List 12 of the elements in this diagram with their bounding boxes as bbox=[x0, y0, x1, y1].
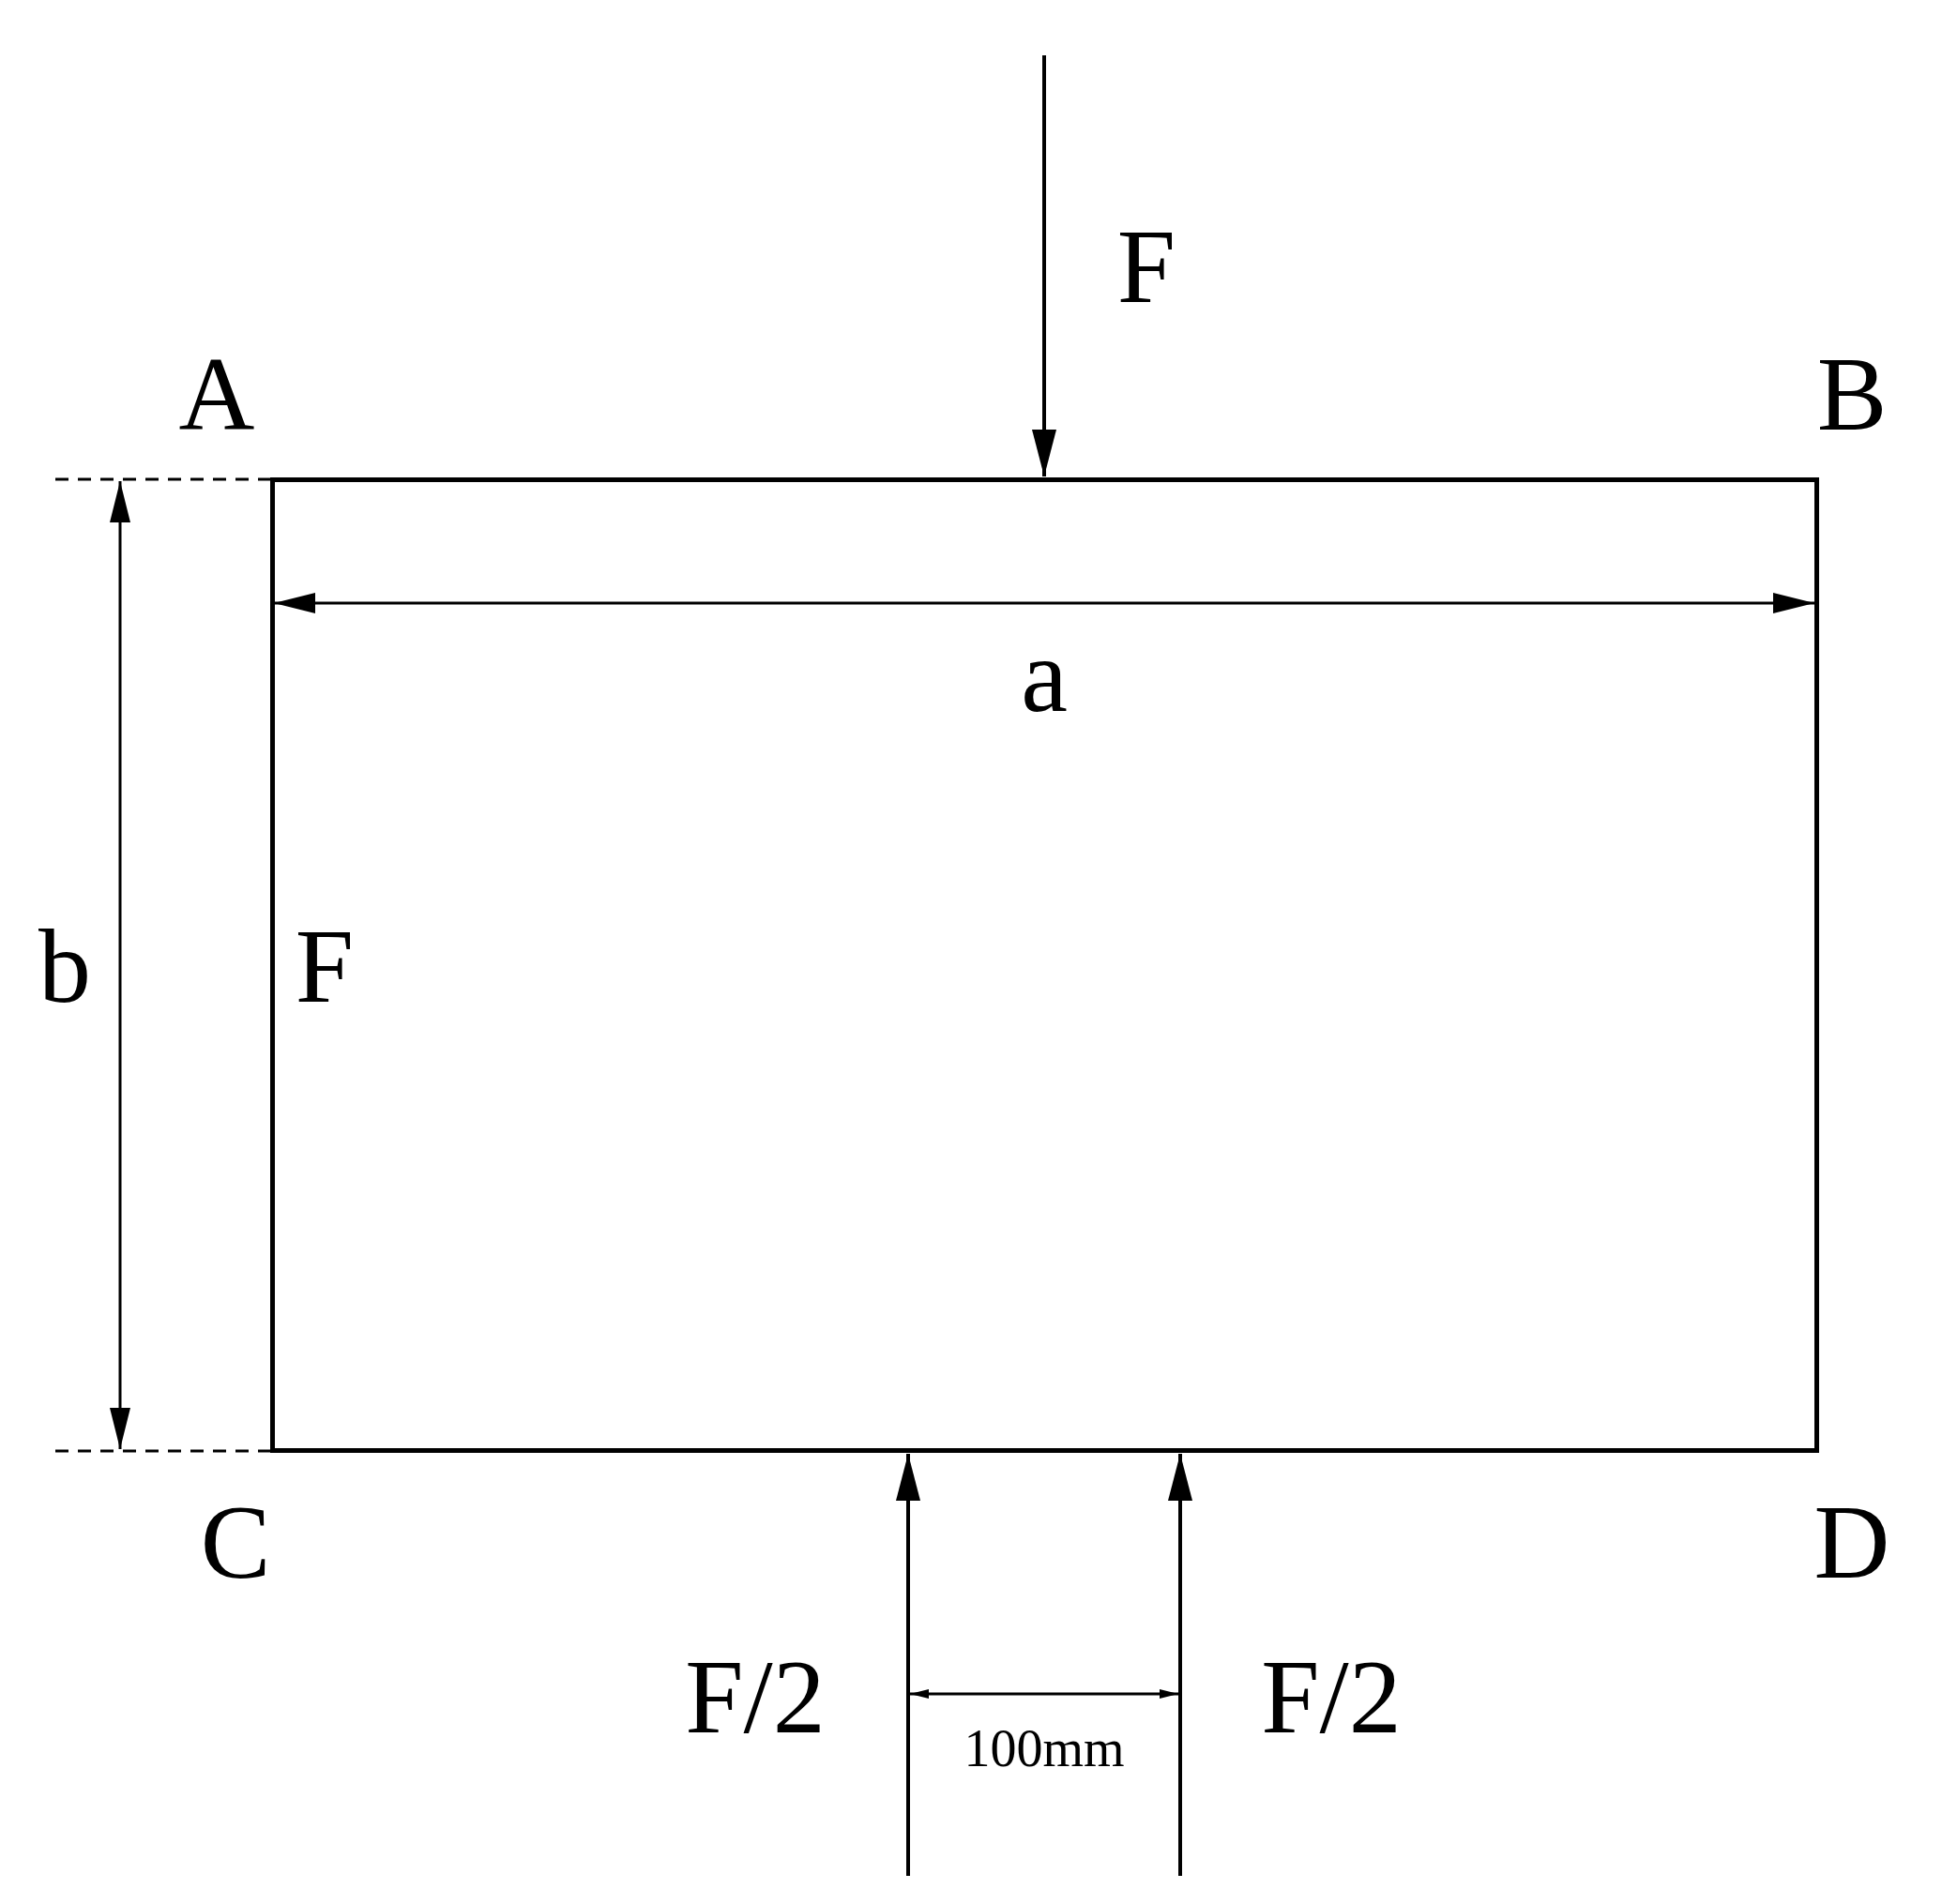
force-label: b bbox=[38, 914, 91, 1019]
plate-rectangle bbox=[270, 477, 1819, 1453]
force-label: B bbox=[1816, 341, 1888, 446]
dimension-label: 100mm bbox=[963, 1722, 1125, 1775]
force-label: F bbox=[1116, 214, 1176, 319]
force-label: F/2 bbox=[1261, 1644, 1402, 1749]
force-label: D bbox=[1813, 1489, 1890, 1594]
force-label: a bbox=[1021, 623, 1068, 728]
force-label: F bbox=[295, 914, 355, 1019]
force-label: A bbox=[178, 341, 255, 446]
force-label: C bbox=[200, 1489, 271, 1594]
force-label: F/2 bbox=[685, 1644, 826, 1749]
